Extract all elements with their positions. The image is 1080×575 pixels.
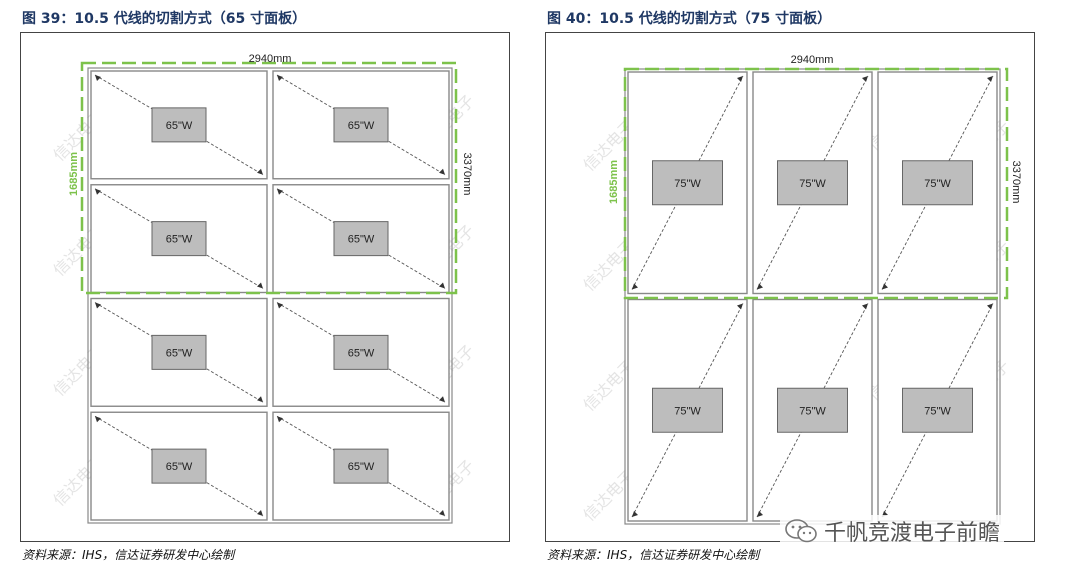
figure-39-title: 图 39：10.5 代线的切割方式（65 寸面板） [22, 11, 307, 27]
arrowhead-end [257, 168, 263, 175]
arrowhead-start [95, 188, 101, 195]
figure-39-half-height-label: 1685mm [68, 152, 80, 196]
arrowhead-start [632, 283, 638, 290]
figure-40-diagram: 信达电子 信达电子 信达电子 信达电子 信达电子 信达电子 信达电子 信达电子 … [545, 32, 1035, 542]
arrowhead-start [95, 416, 101, 423]
arrowhead-end [439, 510, 445, 516]
figure-40-height-label: 3370mm [1010, 161, 1022, 204]
panel-size-box [902, 387, 973, 433]
panel-size-box [151, 448, 207, 484]
figure-39-cells: 65"W 65"W 65"W 65"W 65"W 65"W 65"W 65"W [90, 70, 450, 521]
arrowhead-end [257, 510, 263, 516]
panel-size-box [151, 334, 207, 370]
panel-size-box [333, 448, 389, 484]
figure-40-width-label: 2940mm [791, 54, 834, 66]
panel-size-box [902, 160, 973, 206]
arrowhead-start [882, 283, 888, 290]
arrowhead-start [277, 416, 283, 423]
figure-39-half-sheet-outline [80, 61, 458, 295]
arrowhead-end [737, 76, 743, 82]
panel-size-box [777, 160, 848, 206]
figure-39-substrate [87, 67, 453, 524]
panel-size-label: 65"W [348, 461, 375, 473]
panel-size-box [151, 107, 207, 143]
arrowhead-start [277, 302, 283, 309]
arrowhead-start [95, 302, 101, 309]
arrowhead-start [757, 511, 763, 517]
panel-size-box [151, 221, 207, 257]
arrowhead-end [862, 303, 868, 310]
arrowhead-start [277, 75, 283, 81]
figure-39-height-label: 3370mm [461, 153, 473, 196]
arrowhead-end [987, 303, 993, 310]
panel-size-label: 75"W [674, 178, 701, 190]
panel-size-box [652, 387, 723, 433]
arrowhead-end [439, 168, 445, 175]
figure-40-half-sheet-outline [623, 67, 1009, 300]
panel-size-label: 75"W [674, 405, 701, 417]
panel-size-label: 75"W [799, 178, 826, 190]
panel-size-label: 75"W [799, 405, 826, 417]
figure-39-diagram: 信达电子 信达电子 信达电子 信达电子 信达电子 信达电子 信达电子 信达电子 … [20, 32, 510, 542]
arrowhead-start [632, 511, 638, 517]
panel-size-label: 65"W [166, 120, 193, 132]
panel-size-label: 75"W [924, 405, 951, 417]
arrowhead-end [257, 396, 263, 403]
figure-39-width-label: 2940mm [249, 53, 292, 65]
brand-text: 千帆竞渡电子前瞻 [824, 521, 1001, 546]
figure-40-half-height-label: 1685mm [608, 160, 620, 204]
panel-size-box [652, 160, 723, 206]
panel-size-box [333, 334, 389, 370]
arrowhead-end [257, 282, 263, 289]
arrowhead-start [95, 75, 101, 81]
brand-watermark: 千帆竞渡电子前瞻 [780, 515, 1005, 547]
arrowhead-start [277, 188, 283, 195]
panel-size-label: 65"W [348, 120, 375, 132]
panel-size-label: 65"W [348, 234, 375, 246]
arrowhead-end [439, 396, 445, 403]
panel-size-label: 65"W [348, 347, 375, 359]
figure-40-source: 资料来源：IHS，信达证券研发中心绘制 [547, 548, 760, 562]
panel-size-label: 65"W [166, 347, 193, 359]
arrowhead-end [737, 303, 743, 310]
figure-39-source: 资料来源：IHS，信达证券研发中心绘制 [22, 548, 235, 562]
figure-40-title: 图 40：10.5 代线的切割方式（75 寸面板） [547, 11, 832, 27]
wechat-icon [785, 519, 817, 543]
arrowhead-end [439, 282, 445, 289]
panel-size-label: 65"W [166, 234, 193, 246]
arrowhead-start [757, 283, 763, 290]
panel-size-box [333, 221, 389, 257]
arrowhead-end [862, 76, 868, 82]
panel-size-label: 75"W [924, 178, 951, 190]
panel-size-box [333, 107, 389, 143]
panel-size-box [777, 387, 848, 433]
arrowhead-end [987, 76, 993, 82]
panel-size-label: 65"W [166, 461, 193, 473]
figure-40-cells: 75"W 75"W 75"W 75"W 75"W 75"W [627, 71, 998, 522]
